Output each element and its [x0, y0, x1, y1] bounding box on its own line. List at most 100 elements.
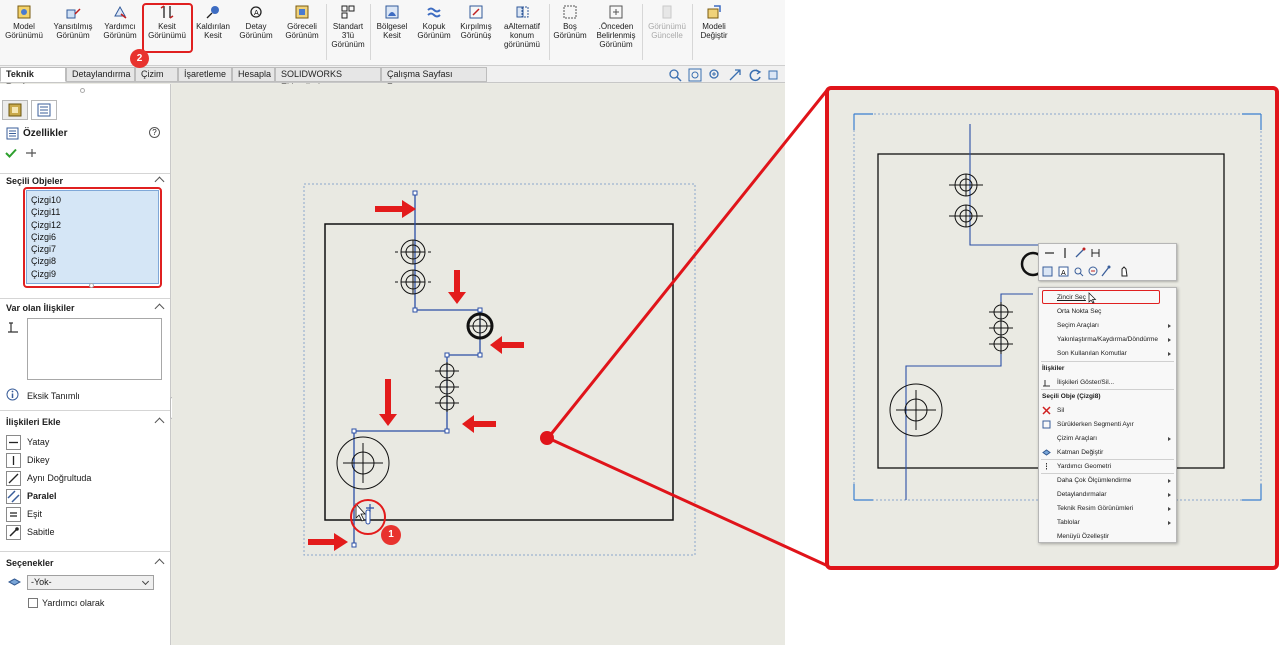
help-button[interactable]: ?: [149, 127, 160, 138]
tab-solidworks-addins[interactable]: SOLIDWORKS Eklentileri: [275, 67, 381, 92]
menu-item-tables[interactable]: Tablolar: [1039, 516, 1176, 529]
layer-dropdown[interactable]: -Yok-: [27, 575, 154, 590]
line-endpoint[interactable]: [477, 307, 483, 313]
drawing-canvas[interactable]: 1: [172, 84, 785, 645]
menu-item-midpoint-select[interactable]: Orta Nokta Seç: [1057, 308, 1102, 315]
submenu-arrow-icon: [1168, 521, 1171, 525]
menu-item-zoom-pan-rotate[interactable]: Yakınlaştırma/Kaydırma/Döndürme: [1039, 333, 1176, 346]
menu-item-change-layer[interactable]: Katman Değiştir: [1039, 446, 1176, 459]
menu-item-construction-geometry[interactable]: Yardımcı Geometri: [1039, 460, 1176, 473]
annotation-icon[interactable]: A: [1058, 266, 1069, 277]
rotate-view-icon[interactable]: [1088, 266, 1098, 276]
list-item[interactable]: Çizgi12: [31, 219, 62, 230]
line-endpoint[interactable]: [477, 352, 483, 358]
zoom-icon[interactable]: [1042, 266, 1053, 277]
line-endpoint[interactable]: [351, 428, 357, 434]
tab-sketch[interactable]: Çizim: [135, 67, 178, 82]
tab-annotation[interactable]: Detaylandırma: [66, 67, 135, 82]
property-manager-tab[interactable]: [31, 100, 57, 120]
selected-entities-list[interactable]: Çizgi10 Çizgi11 Çizgi12 Çizgi6 Çizgi7 Çi…: [26, 190, 159, 284]
menu-item-selection-tools[interactable]: Seçim Araçları: [1039, 319, 1176, 332]
feature-manager-tab[interactable]: [2, 100, 28, 120]
tab-markup[interactable]: İşaretleme: [178, 67, 232, 82]
list-item[interactable]: Çizgi11: [31, 207, 61, 218]
ok-checkmark-icon[interactable]: [5, 148, 17, 158]
list-item[interactable]: Çizgi7: [31, 244, 57, 255]
line-endpoint[interactable]: [351, 542, 357, 548]
divider: [0, 551, 170, 552]
menu-item-customize-menu[interactable]: Menüyü Özelleştir: [1057, 533, 1110, 540]
selected-entities-header[interactable]: Seçili Objeler: [0, 174, 170, 189]
add-relations-header[interactable]: İlişkileri Ekle: [0, 415, 170, 430]
view-orientation-icon[interactable]: [766, 68, 780, 82]
list-item[interactable]: Çizgi8: [31, 256, 57, 267]
relation-collinear[interactable]: Aynı Doğrultuda: [6, 469, 91, 487]
construction-checkbox[interactable]: [28, 598, 38, 608]
list-item[interactable]: Çizgi6: [31, 231, 57, 242]
redraw-icon[interactable]: [748, 68, 762, 82]
submenu-arrow-icon: [1168, 437, 1171, 441]
search-icon[interactable]: [1074, 267, 1084, 277]
step-badge-1: 1: [381, 525, 401, 545]
tab-drawing[interactable]: Teknik Resim: [0, 67, 66, 92]
dimension-icon[interactable]: [1091, 249, 1100, 257]
line-endpoint[interactable]: [444, 352, 450, 358]
menu-item-drawing-views[interactable]: Teknik Resim Görünümleri: [1039, 502, 1176, 515]
hand-icon[interactable]: [1121, 266, 1128, 277]
selection-highlight-box: [23, 187, 162, 288]
line-endpoint[interactable]: [444, 428, 450, 434]
relation-parallel[interactable]: Paralel: [6, 487, 57, 505]
line-endpoint[interactable]: [412, 307, 418, 313]
tab-evaluate[interactable]: Hesapla: [232, 67, 275, 82]
menu-item-delete[interactable]: Sil: [1039, 404, 1176, 417]
menu-item-chain-select[interactable]: Zincir Seç: [1057, 294, 1086, 301]
smart-dimension-icon[interactable]: [1075, 247, 1086, 258]
pin-icon[interactable]: [25, 148, 37, 158]
panel-resize-dot[interactable]: [80, 88, 85, 93]
zoom-to-area-icon[interactable]: [688, 68, 702, 82]
zoom-to-fit-icon[interactable]: [668, 68, 682, 82]
menu-item-more-dimensions[interactable]: Daha Çok Ölçümlendirme: [1039, 474, 1176, 487]
options-header[interactable]: Seçenekler: [0, 556, 170, 571]
drawing-sheet[interactable]: [172, 84, 785, 645]
menu-item-recent-commands[interactable]: Son Kullanılan Komutlar: [1039, 347, 1176, 360]
list-item[interactable]: Çizgi9: [31, 268, 57, 279]
relation-fix[interactable]: Sabitle: [6, 523, 55, 541]
menu-item-sketch-tools[interactable]: Çizim Araçları: [1039, 432, 1176, 445]
divider: [0, 173, 170, 174]
relation-vertical[interactable]: Dikey: [6, 451, 50, 469]
zoom-in-out-icon[interactable]: [708, 68, 722, 82]
pan-view-icon[interactable]: [1101, 265, 1111, 277]
ribbon-separator: [692, 4, 693, 60]
line-endpoint[interactable]: [412, 190, 418, 196]
tab-sheet-format[interactable]: Çalışma Sayfası Formatı: [381, 67, 487, 92]
menu-item-annotations[interactable]: Detaylandırmalar: [1039, 488, 1176, 501]
relation-horizontal[interactable]: Yatay: [6, 433, 49, 451]
pan-icon[interactable]: [728, 68, 742, 82]
large-hole-circle: [336, 436, 390, 490]
list-resize-dot[interactable]: [89, 283, 94, 288]
relation-equal[interactable]: Eşit: [6, 505, 42, 523]
menu-item-show-relations[interactable]: İlişkileri Göster/Sil...: [1039, 376, 1176, 389]
list-item[interactable]: Çizgi10: [31, 195, 62, 205]
existing-relations-list[interactable]: [27, 318, 162, 380]
standard-3-view-icon: [341, 5, 355, 19]
menu-item-split-segment[interactable]: Sürüklerken Segmenti Ayır: [1039, 418, 1176, 431]
existing-relations-header[interactable]: Var olan İlişkiler: [0, 301, 170, 316]
